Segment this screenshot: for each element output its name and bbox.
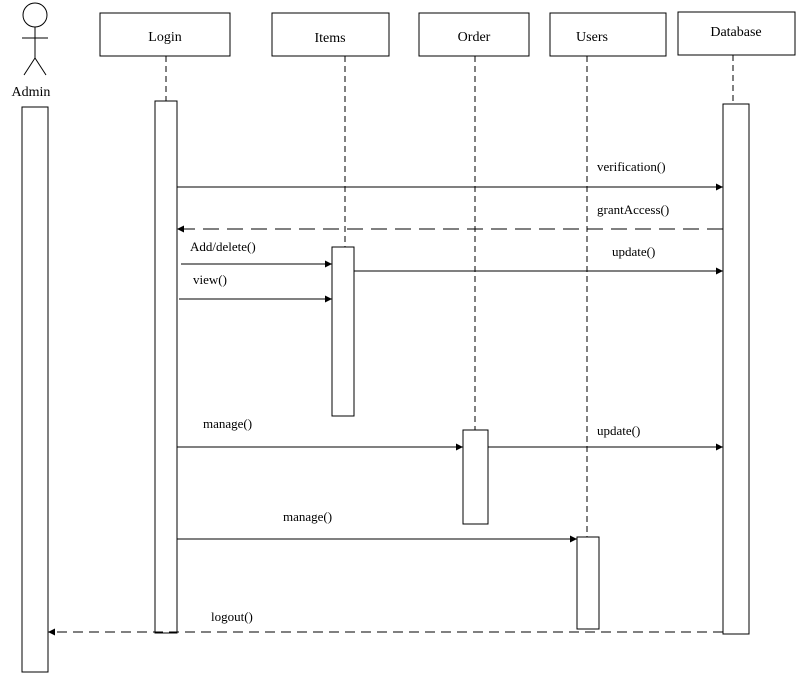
actor-head <box>22 2 48 28</box>
message-label-view: view() <box>193 272 227 287</box>
message-label-update-items: update() <box>612 244 655 259</box>
participant-users: Users <box>549 12 667 57</box>
message-label-add-delete: Add/delete() <box>190 239 256 254</box>
participant-label-login: Login <box>148 30 181 45</box>
participant-database: Database <box>677 11 796 56</box>
admin-activation-bar <box>21 106 49 673</box>
message-add-delete: Add/delete() <box>181 239 332 268</box>
activation-bar-users <box>576 536 600 630</box>
message-view: view() <box>179 272 332 303</box>
message-update-items: update() <box>354 244 723 275</box>
participant-label-items: Items <box>314 31 345 46</box>
activation-bar-order <box>462 429 489 525</box>
actor-admin: Admin <box>12 2 51 673</box>
message-manage-users: manage() <box>177 509 577 543</box>
participant-label-database: Database <box>710 25 761 40</box>
message-update-order: update() <box>488 423 723 451</box>
message-logout: logout() <box>48 609 723 636</box>
participant-label-order: Order <box>458 30 491 45</box>
message-label-update-order: update() <box>597 423 640 438</box>
participant-box-order <box>418 12 530 57</box>
message-label-logout: logout() <box>211 609 253 624</box>
message-label-manage-users: manage() <box>283 509 332 524</box>
participant-box-login <box>99 12 231 57</box>
activation-bar-items <box>331 246 355 417</box>
lifelines <box>165 55 734 537</box>
message-label-verification: verification() <box>597 159 666 174</box>
participant-box-users <box>549 12 667 57</box>
message-label-grant-access: grantAccess() <box>597 202 669 217</box>
message-grant-access: grantAccess() <box>177 202 723 233</box>
activation-bar-database <box>722 103 750 635</box>
activation-bar-login <box>154 100 178 634</box>
participant-box-database <box>677 11 796 56</box>
message-verification: verification() <box>177 159 723 191</box>
actor-label: Admin <box>12 85 51 100</box>
message-label-manage-order: manage() <box>203 416 252 431</box>
message-manage-order: manage() <box>177 416 463 451</box>
actor-left-leg <box>23 57 36 76</box>
participant-order: Order <box>418 12 530 57</box>
participant-login: Login <box>99 12 231 57</box>
participant-label-users: Users <box>576 30 608 45</box>
participant-box-items <box>271 12 390 57</box>
actor-right-leg <box>34 57 47 76</box>
participant-items: Items <box>271 12 390 57</box>
